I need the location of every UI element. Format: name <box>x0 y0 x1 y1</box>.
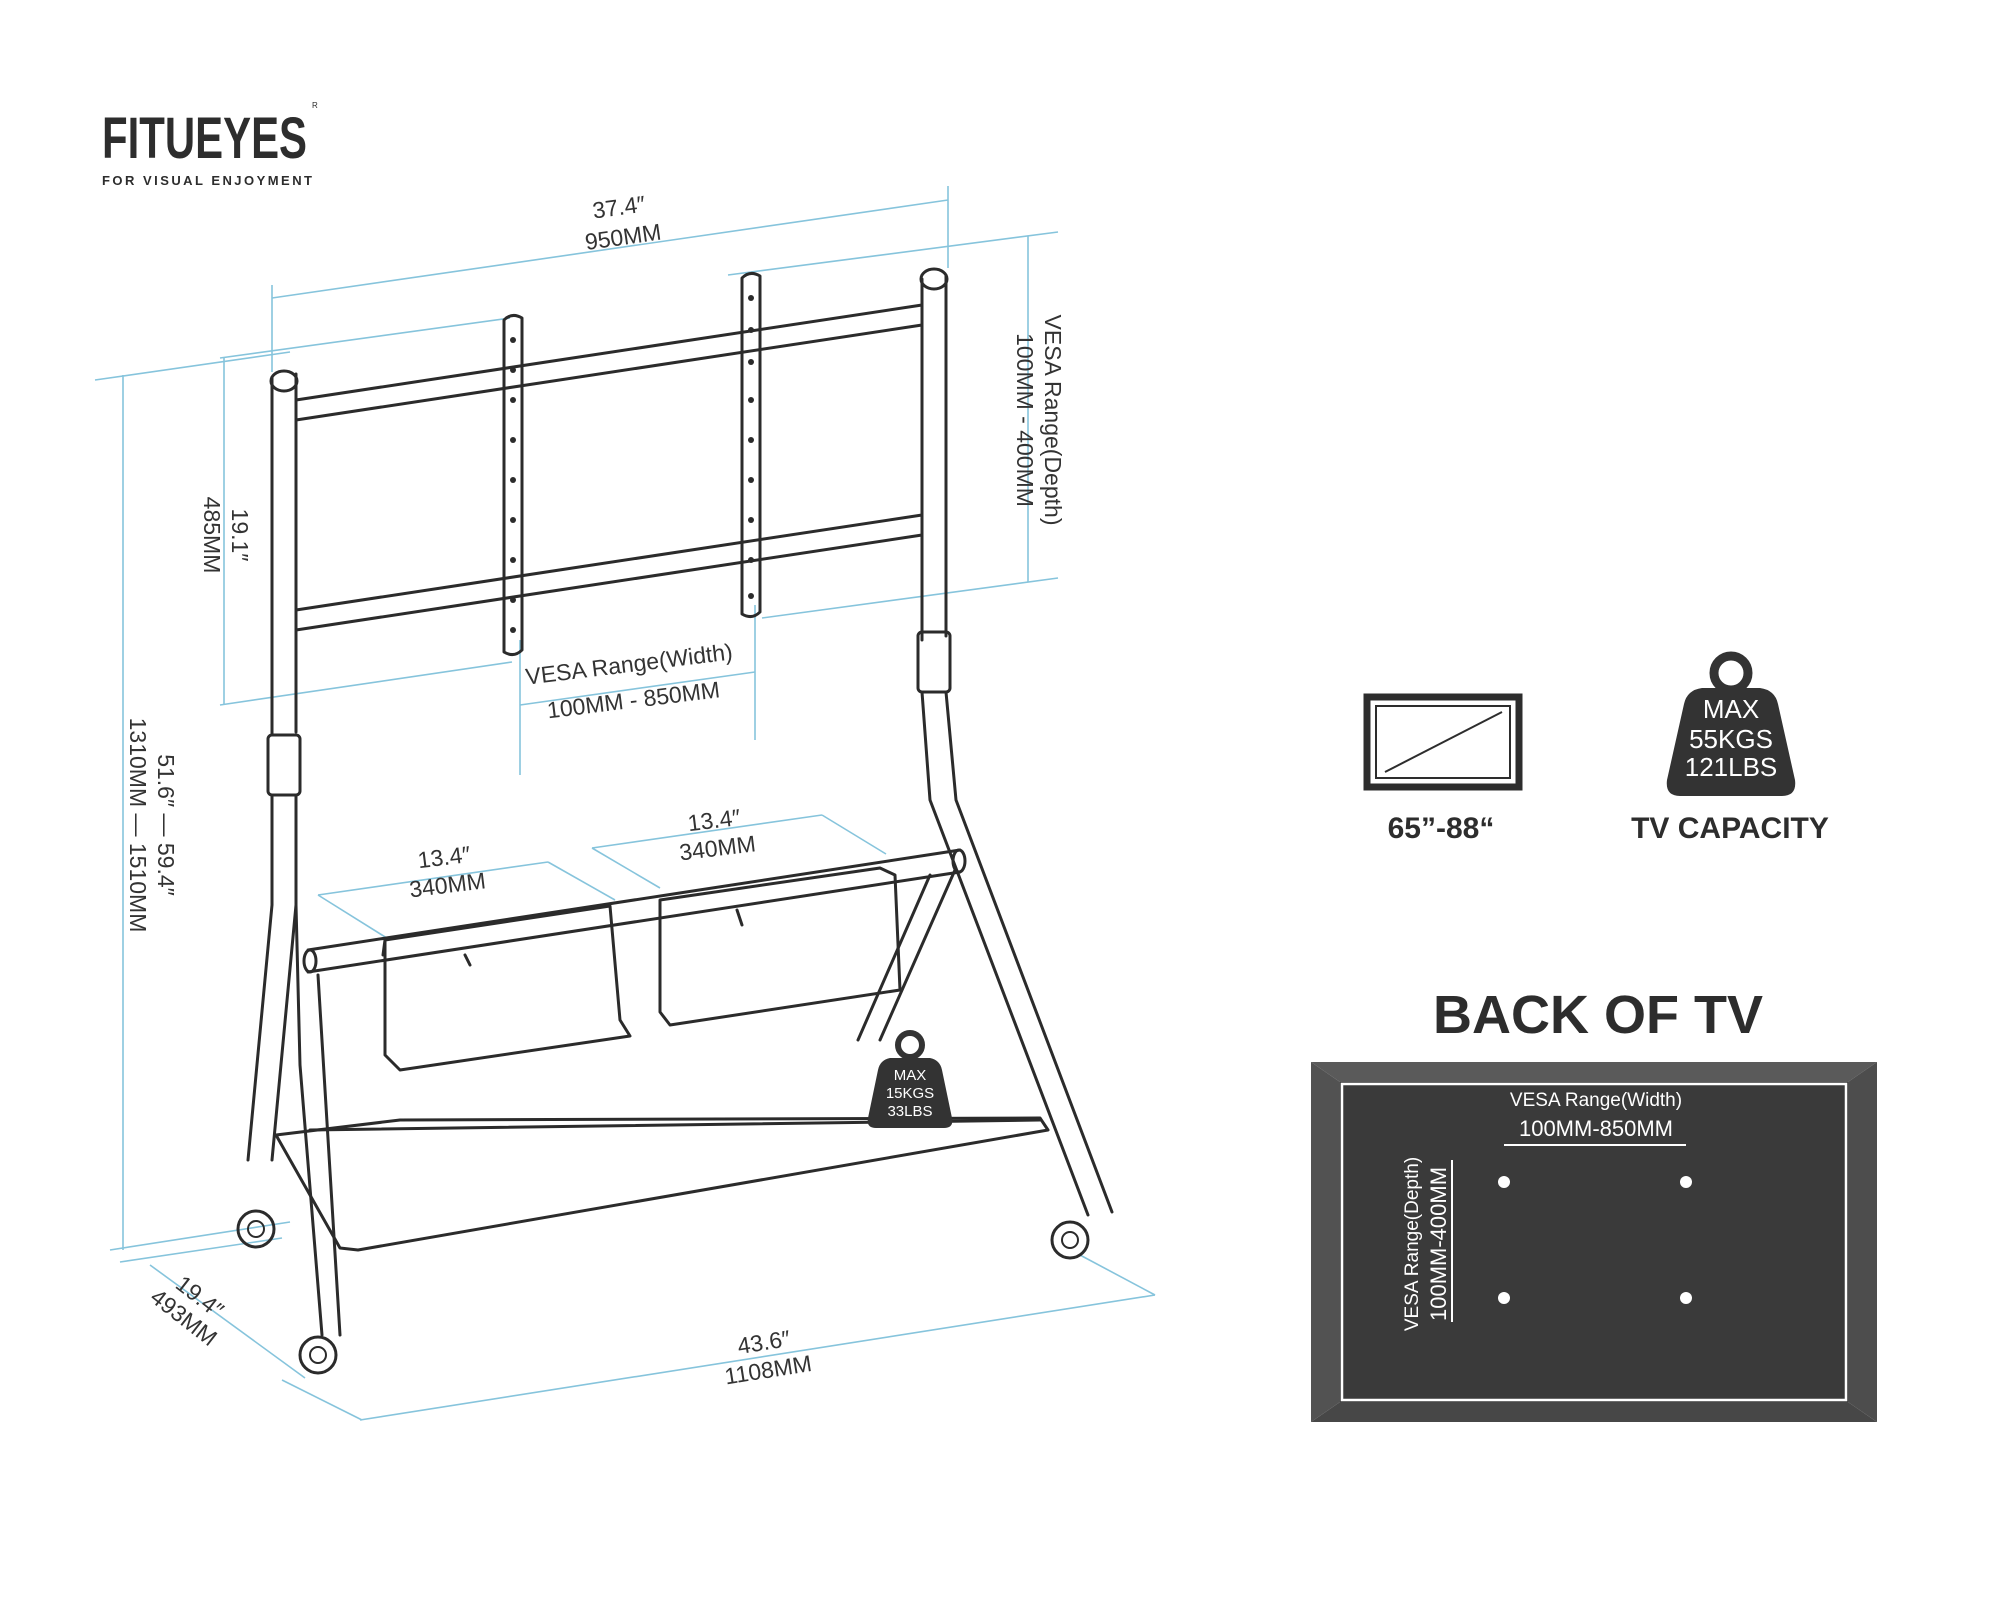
vesa-depth-title: VESA Range(Depth) <box>1040 315 1066 526</box>
base-width-mm: 1108MM <box>723 1350 814 1389</box>
dimension-lines <box>94 186 1156 1421</box>
total-height-mm: 1310MM — 1510MM <box>125 718 151 933</box>
top-width-mm: 950MM <box>583 219 663 255</box>
basket-left-inches: 13.4″ <box>416 841 472 873</box>
caster-wheels <box>236 1209 1090 1375</box>
vesa-plate-right <box>740 271 762 619</box>
brand-name-part1: FITU <box>102 106 195 171</box>
brand-tagline: FOR VISUAL ENJOYMENT <box>102 173 312 188</box>
top-width-inches: 37.4″ <box>591 191 647 224</box>
shelf-weight-badge: MAX 15KGS 33LBS <box>867 1030 953 1128</box>
tv-capacity-kgs: 55KGS <box>1689 724 1773 754</box>
tv-capacity-spec: MAX 55KGS 121LBS TV CAPACITY <box>1631 651 1829 845</box>
svg-text:FITUEYES: FITUEYES <box>102 106 307 171</box>
brand-registered-mark: R <box>312 101 318 110</box>
frame-height-inches: 19.1″ <box>227 509 253 562</box>
tv-icon <box>1363 693 1523 791</box>
tv-stand-drawing <box>236 267 1114 1375</box>
back-of-tv-panel: BACK OF TV VESA Range(Width) 100MM-850MM… <box>1311 985 1877 1422</box>
vesa-plate-left <box>502 313 524 657</box>
back-vesa-depth-value: 100MM-400MM <box>1426 1167 1451 1321</box>
shelf-weight-lbs: 33LBS <box>887 1103 932 1120</box>
tv-size-spec: 65”-88“ <box>1363 693 1523 845</box>
brand-name-part2: EYES <box>195 106 307 171</box>
brand-logo: FITUEYES R FOR VISUAL ENJOYMENT <box>102 101 318 188</box>
tv-size-label: 65”-88“ <box>1388 812 1495 845</box>
vesa-depth-value: 100MM - 400MM <box>1012 333 1038 507</box>
total-height-inches: 51.6″ — 59.4″ <box>153 754 179 896</box>
shelf-weight-max: MAX <box>894 1067 927 1084</box>
frame-height-mm: 485MM <box>199 497 225 574</box>
tv-capacity-max: MAX <box>1703 694 1759 724</box>
tv-capacity-lbs: 121LBS <box>1685 752 1778 782</box>
back-vesa-width-title: VESA Range(Width) <box>1510 1090 1682 1111</box>
vesa-mount-holes <box>1498 1176 1692 1304</box>
back-vesa-width-value: 100MM-850MM <box>1519 1116 1673 1141</box>
tv-capacity-label: TV CAPACITY <box>1631 812 1829 845</box>
back-of-tv-title: BACK OF TV <box>1433 985 1763 1045</box>
basket-right-inches: 13.4″ <box>686 804 742 836</box>
shelf-weight-kgs: 15KGS <box>886 1085 934 1102</box>
back-vesa-depth-title: VESA Range(Depth) <box>1402 1157 1423 1331</box>
